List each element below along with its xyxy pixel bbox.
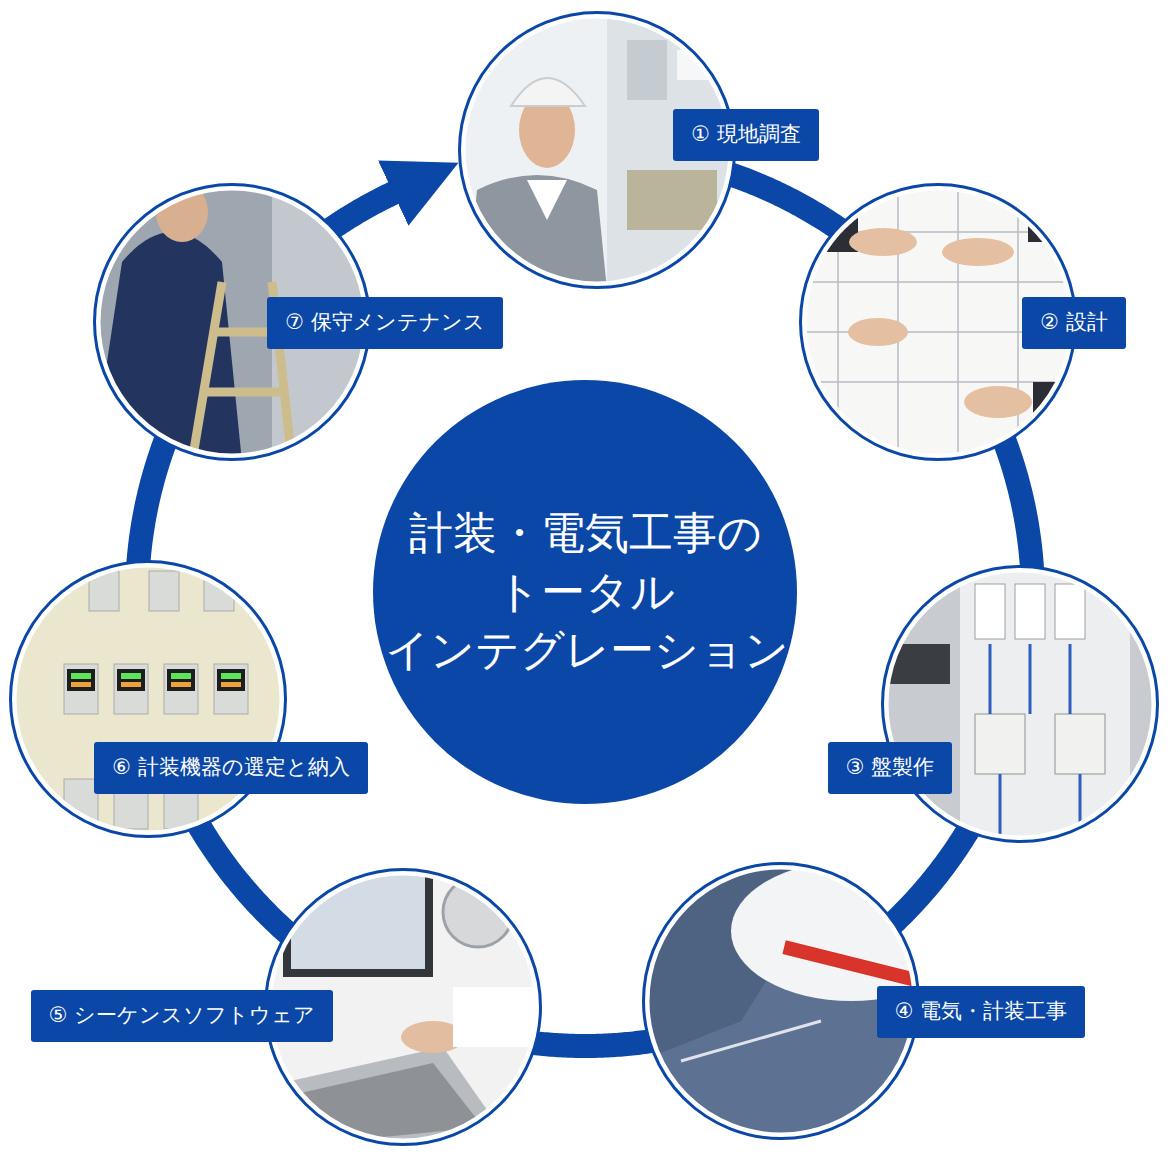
hub-fill [373,380,797,804]
step-circle: ⑤ シーケンスソフトウェア [267,871,539,1143]
hub-text-wrap: 計装・電気工事の トータル インテグレーション [373,380,797,804]
photo-instruments [9,559,289,839]
step-circle: ② 設計 [802,186,1074,458]
step-label: ② 設計 [1022,297,1126,348]
frame-inner [886,570,1154,838]
step-circle: ③ 盤製作 [884,568,1156,840]
step-label: ⑥ 計装機器の選定と納入 [94,742,368,793]
frame-inner [647,867,915,1135]
frame-outer [11,562,286,837]
step-circle: ⑦ 保守メンテナンス [96,186,368,458]
ring-connector [534,1041,651,1046]
frame-outer [883,567,1158,842]
step-label: ④ 電気・計装工事 [877,986,1086,1037]
step-label: ③ 盤製作 [828,742,953,793]
ring-connector [331,192,396,229]
hub-circle: 計装・電気工事の トータル インテグレーション [373,380,797,804]
ring-connector [893,830,969,924]
step-label: ① 現地調査 [673,109,819,160]
ring-connector [199,825,289,934]
photo-frame [884,568,1156,840]
ring-connector [1004,441,1032,569]
step-circle: ④ 電気・計装工事 [645,865,917,1137]
photo-panel [880,564,1160,844]
step-circle: ① 現地調査 [461,14,733,286]
step-label: ⑤ シーケンスソフトウェア [31,990,334,1041]
ring-connector [138,441,165,564]
hub-title: 計装・電気工事の トータル インテグレーション [385,504,785,681]
step-label: ⑦ 保守メンテナンス [267,297,503,348]
photo-frame [12,563,284,835]
ring-connector [731,174,839,228]
step-circle: ⑥ 計装機器の選定と納入 [12,563,284,835]
